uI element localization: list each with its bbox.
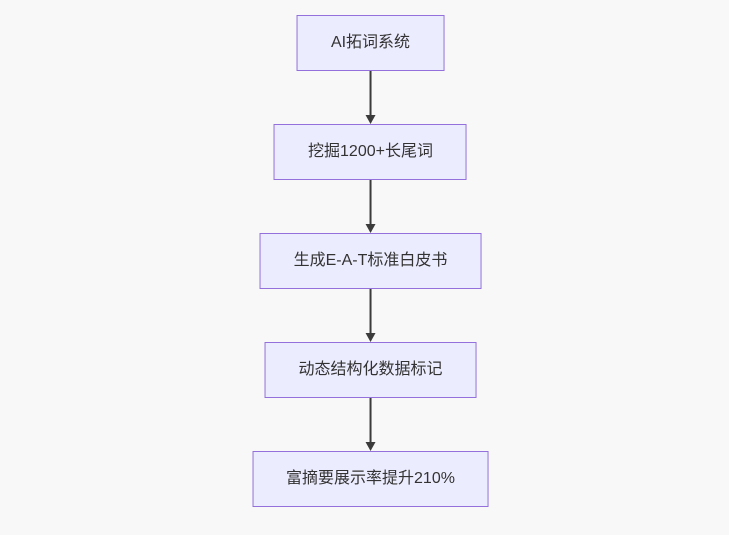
arrow-down-icon xyxy=(365,289,376,342)
arrow-line xyxy=(369,180,372,225)
arrow-down-icon xyxy=(365,398,376,451)
arrow-line xyxy=(369,289,372,334)
node-label: 动态结构化数据标记 xyxy=(298,361,443,379)
node-label: 挖掘1200+长尾词 xyxy=(308,143,433,161)
arrow-down-icon xyxy=(365,71,376,124)
flowchart-column: AI拓词系统 挖掘1200+长尾词 生成E-A-T标准白皮书 动态结构化数据标记 xyxy=(252,15,489,507)
flowchart-node-2: 挖掘1200+长尾词 xyxy=(274,124,467,180)
arrow-line xyxy=(369,71,372,116)
arrow-line xyxy=(369,398,372,443)
node-label: 富摘要展示率提升210% xyxy=(286,470,455,488)
flowchart-node-5: 富摘要展示率提升210% xyxy=(252,451,489,507)
node-label: 生成E-A-T标准白皮书 xyxy=(293,252,448,270)
arrow-head-icon xyxy=(365,442,376,451)
flowchart-node-1: AI拓词系统 xyxy=(296,15,445,71)
arrow-head-icon xyxy=(365,224,376,233)
arrow-down-icon xyxy=(365,180,376,233)
arrow-head-icon xyxy=(365,115,376,124)
arrow-head-icon xyxy=(365,333,376,342)
flowchart-node-3: 生成E-A-T标准白皮书 xyxy=(259,233,482,289)
flowchart-node-4: 动态结构化数据标记 xyxy=(264,342,477,398)
node-label: AI拓词系统 xyxy=(330,34,411,52)
